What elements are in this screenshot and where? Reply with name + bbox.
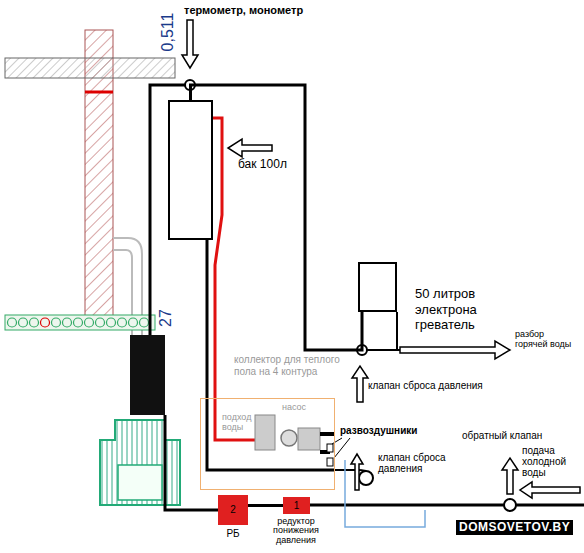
- hollow-arrow: [520, 482, 580, 498]
- red-pipe: [215, 398, 255, 440]
- slab-hole: [8, 318, 17, 327]
- slab-hole: [52, 318, 61, 327]
- hollow-arrow: [400, 341, 510, 359]
- callout-label: термометр, монометр: [184, 4, 303, 16]
- callout-label: подход воды: [222, 413, 254, 433]
- watermark: DOMSOVETOV.BY: [456, 520, 573, 535]
- slab-hole: [140, 318, 149, 327]
- callout-label: подача холодной воды: [522, 445, 578, 478]
- fireplace: [100, 420, 180, 505]
- slab-holes: [8, 318, 149, 327]
- slab-hole: [74, 318, 83, 327]
- hollow-slab: [5, 315, 155, 330]
- tank-box: бак 100л: [168, 100, 213, 240]
- slab-hole: [85, 318, 94, 327]
- slab-hole: [118, 318, 127, 327]
- pipe: [165, 415, 218, 510]
- pipe: [360, 470, 366, 471]
- callout-label: обратный клапан: [462, 430, 542, 441]
- hollow-arrow: [228, 139, 272, 157]
- collector-region: коллектор для теплого пола на 4 контура: [200, 398, 335, 490]
- hollow-arrow: [351, 454, 363, 490]
- callout-label: развоздушники: [340, 425, 417, 436]
- callout-label: 27: [157, 309, 175, 327]
- manifold: [298, 428, 320, 450]
- hollow-arrow: [182, 20, 198, 68]
- node-text: бак 100л: [238, 157, 287, 171]
- node-text: 2: [218, 495, 248, 525]
- pump: [281, 430, 297, 446]
- pressure-reducer: 1редуктор понижения давления: [283, 497, 310, 514]
- node-text: 50 литров электрона греватель: [415, 286, 515, 333]
- boiler-box: 50 литров электрона греватель: [358, 262, 397, 312]
- callout-label: 0,511: [159, 13, 177, 52]
- slab-hole: [107, 318, 116, 327]
- node-caption: РБ: [218, 528, 248, 539]
- pipe: [320, 434, 334, 452]
- slab-hole: [30, 318, 39, 327]
- slab-hole: [63, 318, 72, 327]
- floor-slab: [5, 58, 175, 78]
- callout-label: разбор горячей воды: [515, 330, 577, 350]
- air-vent: [327, 458, 333, 466]
- heat-exchanger: [130, 335, 165, 415]
- slab-hole: [19, 318, 28, 327]
- manifold: [255, 415, 275, 450]
- air-vent: [327, 444, 333, 452]
- pipe: [310, 504, 584, 507]
- relief-valve: [359, 471, 373, 485]
- slab-hole: [129, 318, 138, 327]
- expansion-tank: 2РБ: [218, 495, 248, 525]
- pipe-connector: [248, 504, 283, 507]
- chimney-mark: [85, 91, 113, 94]
- pipe: [367, 312, 400, 350]
- slab-hole: [96, 318, 105, 327]
- fire-opening: [118, 465, 162, 500]
- node-text: коллектор для теплого пола на 4 контура: [234, 354, 344, 378]
- slab-hole: [41, 318, 50, 327]
- check-valve: [504, 499, 516, 511]
- pipe-connector: [213, 118, 222, 398]
- hollow-arrow: [352, 366, 368, 402]
- callout-label: клапан сброса давления: [368, 380, 483, 391]
- callout-label: насос: [282, 403, 306, 413]
- node-text: 1: [283, 497, 310, 514]
- node-caption: редуктор понижения давления: [256, 517, 336, 545]
- hollow-arrow: [502, 458, 518, 494]
- callout-label: клапан сброса давления: [378, 452, 453, 474]
